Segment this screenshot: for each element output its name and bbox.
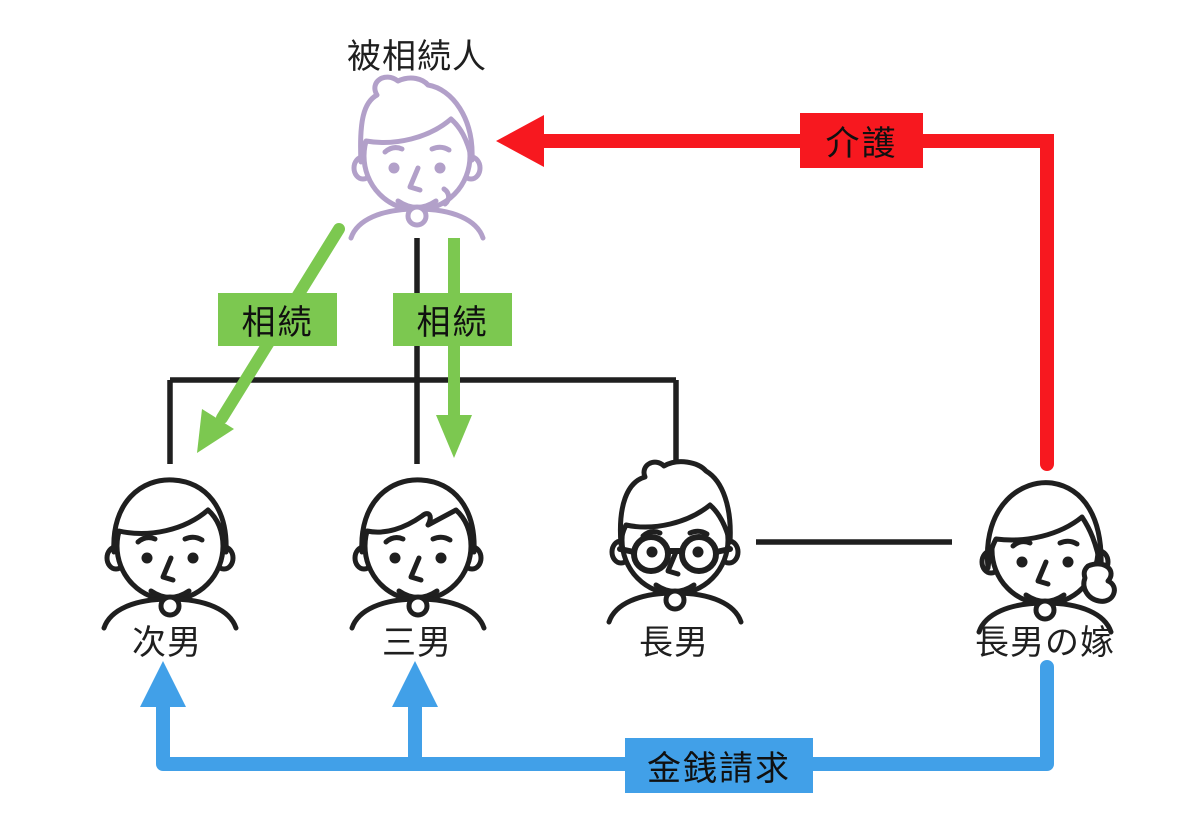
eldest-son-label: 長男 — [639, 623, 709, 663]
arrowhead-down-left — [197, 409, 234, 453]
arrowhead-up-left — [140, 661, 186, 707]
family-tree-lines — [167, 236, 952, 545]
eldest-sons-wife-label: 長男の嫁 — [975, 623, 1115, 663]
third-son-icon — [352, 480, 484, 628]
arrowhead-left — [496, 115, 544, 167]
money-claim-arrows — [140, 660, 1054, 771]
third-son-label: 三男 — [382, 623, 452, 663]
decedent-icon — [351, 77, 483, 238]
second-son-label: 次男 — [132, 623, 202, 663]
inheritance-tag-right: 相続 — [393, 293, 512, 346]
arrowhead-down — [436, 415, 472, 458]
eldest-son-icon — [609, 462, 741, 622]
arrowhead-up-middle — [392, 661, 438, 707]
care-arrow — [496, 115, 1054, 471]
money-claim-tag: 金銭請求 — [625, 738, 813, 793]
inheritance-tag-left: 相続 — [218, 293, 337, 346]
eldest-sons-wife-icon — [979, 483, 1114, 632]
decedent-label: 被相続人 — [347, 37, 487, 77]
second-son-icon — [104, 480, 236, 628]
care-tag: 介護 — [800, 113, 923, 168]
